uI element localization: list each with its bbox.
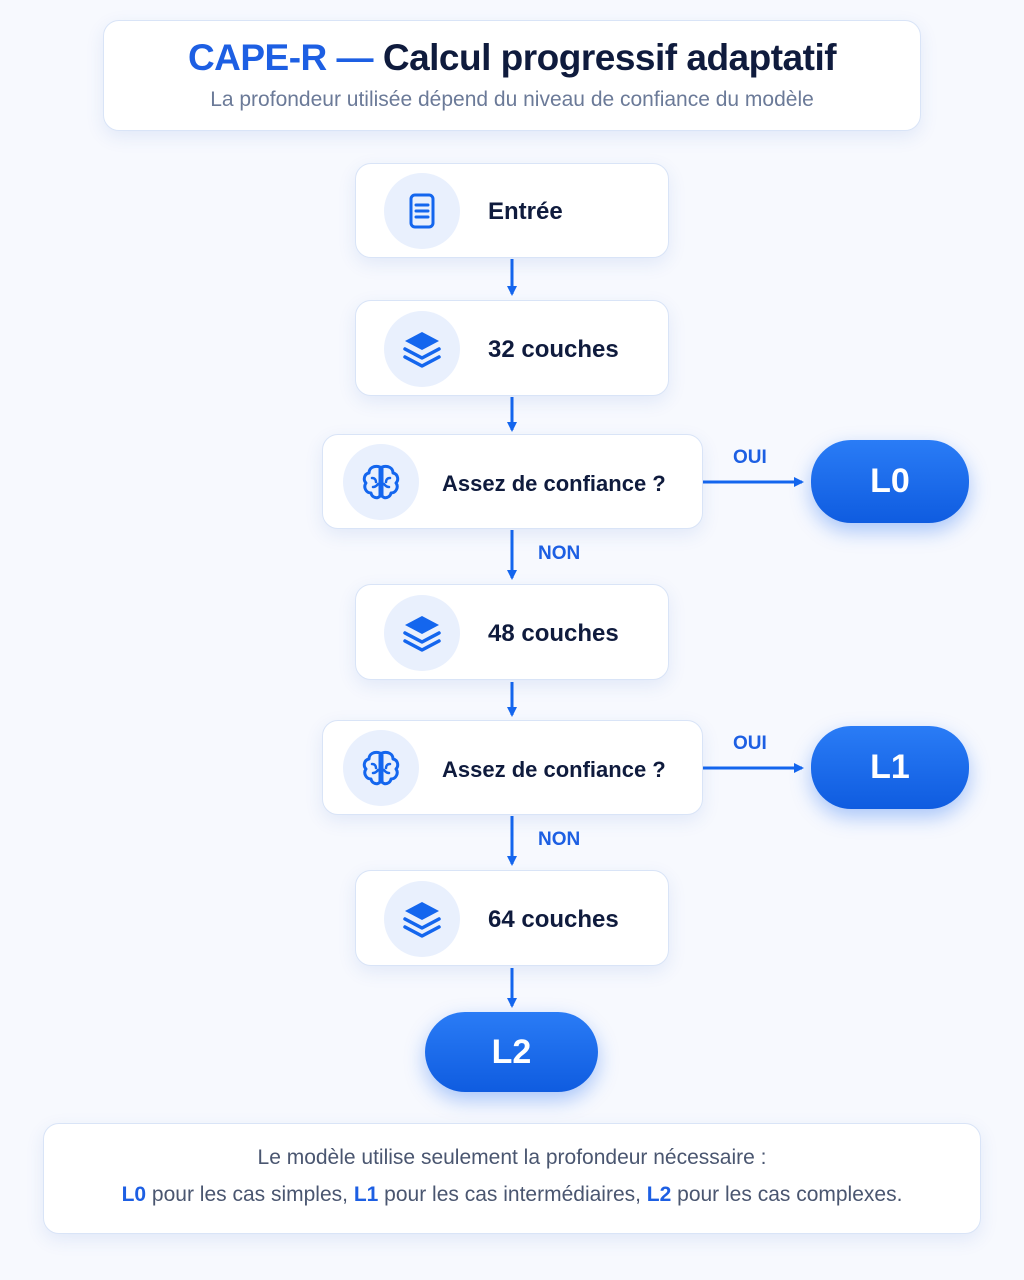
layers-icon xyxy=(384,881,460,957)
footer-card: Le modèle utilise seulement la profondeu… xyxy=(43,1123,981,1234)
node-input: Entrée xyxy=(355,163,669,258)
layers-icon xyxy=(384,311,460,387)
node-decision-1: Assez de confiance ? xyxy=(322,434,703,529)
edge-label-yes-2: OUI xyxy=(733,733,767,754)
footer-l0: L0 xyxy=(121,1183,147,1206)
node-input-label: Entrée xyxy=(488,198,563,225)
node-layers-48-label: 48 couches xyxy=(488,620,619,647)
edge-label-yes-1: OUI xyxy=(733,447,767,468)
node-layers-64-label: 64 couches xyxy=(488,906,619,933)
node-decision-2: Assez de confiance ? xyxy=(322,720,703,815)
footer-line-2: L0 pour les cas simples, L1 pour les cas… xyxy=(44,1183,980,1207)
footer-l2: L2 xyxy=(646,1183,672,1206)
node-layers-64: 64 couches xyxy=(355,870,669,966)
output-l1: L1 xyxy=(811,726,969,809)
edge-label-no-2: NON xyxy=(538,829,581,850)
title-card: CAPE-R — Calcul progressif adaptatif La … xyxy=(103,20,921,131)
page-title: CAPE-R — Calcul progressif adaptatif xyxy=(104,37,920,79)
title-rest: Calcul progressif adaptatif xyxy=(382,37,837,78)
output-l2: L2 xyxy=(425,1012,598,1092)
page-subtitle: La profondeur utilisée dépend du niveau … xyxy=(210,88,814,111)
brain-icon xyxy=(343,730,419,806)
document-icon xyxy=(384,173,460,249)
title-accent: CAPE-R — xyxy=(187,37,374,78)
node-layers-32-label: 32 couches xyxy=(488,336,619,363)
footer-l1-text: pour les cas intermédiaires, xyxy=(378,1183,647,1206)
edge-label-no-1: NON xyxy=(538,543,581,564)
footer-line-1: Le modèle utilise seulement la profondeu… xyxy=(257,1146,767,1169)
node-layers-32: 32 couches xyxy=(355,300,669,396)
footer-l2-text: pour les cas complexes. xyxy=(671,1183,903,1206)
node-layers-48: 48 couches xyxy=(355,584,669,680)
node-decision-1-label: Assez de confiance ? xyxy=(442,471,666,496)
output-l0: L0 xyxy=(811,440,969,523)
layers-icon xyxy=(384,595,460,671)
footer-l0-text: pour les cas simples, xyxy=(146,1183,354,1206)
node-decision-2-label: Assez de confiance ? xyxy=(442,757,666,782)
footer-l1: L1 xyxy=(353,1183,379,1206)
brain-icon xyxy=(343,444,419,520)
